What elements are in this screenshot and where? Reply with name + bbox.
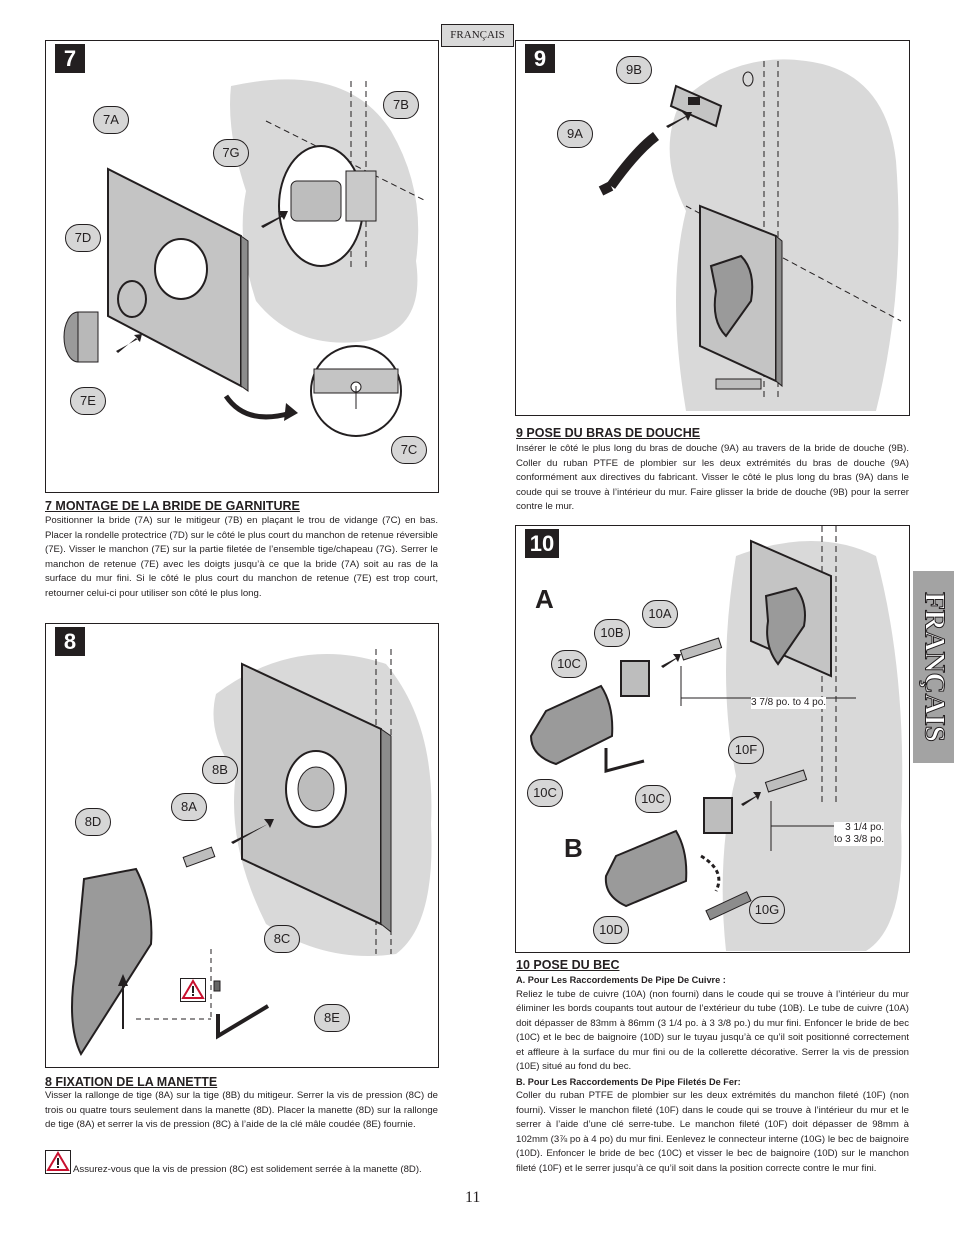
step8-warning: Assurez-vous que la vis de pression (8C)… [73,1164,422,1175]
step10-text-b: Coller du ruban PTFE de plombier sur les… [516,1090,909,1174]
step10-heading: 10 POSE DU BEC [516,958,620,972]
step10-illustration: 10 A B 10A 10B 10C 10F 10C 10C 10G 10D 3… [515,525,910,953]
step9-illustration: 9 9B 9A [515,40,910,416]
side-language-label: FRANÇAIS [918,592,951,743]
callout-8A: 8A [171,793,207,821]
step10-subheading-a: A. Pour Les Raccordements De Pipe De Cui… [516,975,726,985]
warning-triangle-icon [180,978,206,1002]
callout-9B: 9B [616,56,652,84]
page-number: 11 [465,1189,481,1206]
step10-number: 10 [525,529,559,558]
callout-7C: 7C [391,436,427,464]
callout-10D: 10D [593,916,629,944]
dimension-label-b: 3 1/4 po.to 3 3/8 po. [834,822,885,846]
step10-text-a: Reliez le tube de cuivre (10A) (non four… [516,988,909,1073]
callout-10G: 10G [749,896,785,924]
callout-7A: 7A [93,106,129,134]
step10-text: A. Pour Les Raccordements De Pipe De Cui… [516,973,909,1176]
callout-8C: 8C [264,925,300,953]
callout-7D: 7D [65,224,101,252]
callout-7B: 7B [383,91,419,119]
callout-10B: 10B [594,619,630,647]
callout-10A: 10A [642,600,678,628]
step8-number: 8 [55,627,85,656]
step7-drawing [63,79,427,437]
step7-heading: 7 MONTAGE DE LA BRIDE DE GARNITURE [45,499,300,513]
side-language-tab: FRANÇAIS [913,571,954,763]
callout-10C-a: 10C [551,650,587,678]
callout-10C-c: 10C [635,785,671,813]
step8-text: Visser la rallonge de tige (8A) sur la t… [45,1090,438,1130]
step10-subheading-b: B. Pour Les Raccordements De Pipe Fileté… [516,1076,741,1087]
step7-number: 7 [55,44,85,73]
step10-drawing [529,526,903,951]
step9-text: Insérer le côté le plus long du bras de … [516,443,909,512]
callout-9A: 9A [557,120,593,148]
step7-text: Positionner la bride (7A) sur le mitigeu… [45,515,438,599]
section-label-a: A [535,584,554,614]
callout-8B: 8B [202,756,238,784]
callout-10F: 10F [728,736,764,764]
warning-triangle-icon [45,1150,71,1174]
step9-drawing [598,59,902,411]
step9-heading: 9 POSE DU BRAS DE DOUCHE [516,426,701,440]
step8-drawing [71,649,432,1057]
step8-heading: 8 FIXATION DE LA MANETTE [45,1075,218,1089]
callout-7G: 7G [213,139,249,167]
step9-number: 9 [525,44,555,73]
step7-illustration: 7 7A 7B 7G 7D 7E 7C [45,40,439,493]
language-tab: FRANÇAIS [441,24,514,47]
callout-8E: 8E [314,1004,350,1032]
dimension-label-a: 3 7/8 po. to 4 po. [751,697,827,709]
section-label-b: B [564,833,583,863]
callout-7E: 7E [70,387,106,415]
step8-illustration: 8 8B 8A 8D 8C 8E [45,623,439,1068]
callout-8D: 8D [75,808,111,836]
callout-10C-b: 10C [527,779,563,807]
